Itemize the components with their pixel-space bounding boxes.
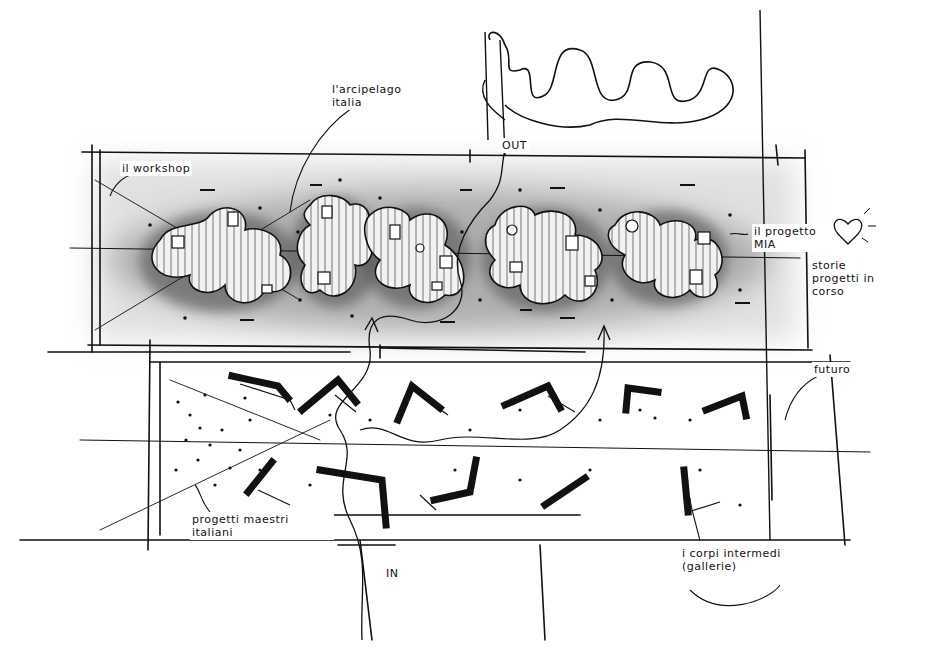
handwritten-note: IN (384, 566, 400, 581)
handwritten-note: OUT (500, 138, 529, 153)
handwritten-note: il workshop (120, 161, 192, 176)
handwritten-note: i corpi intermedi (gallerie) (680, 546, 784, 574)
handwritten-note: il progetto MIA (752, 224, 826, 252)
handwritten-note: futuro (812, 362, 852, 377)
handwritten-note: l'arcipelago italia (330, 82, 434, 110)
handwritten-note: progetti maestri italiani (190, 512, 334, 540)
handwritten-note: storie progetti in corso (810, 258, 892, 300)
